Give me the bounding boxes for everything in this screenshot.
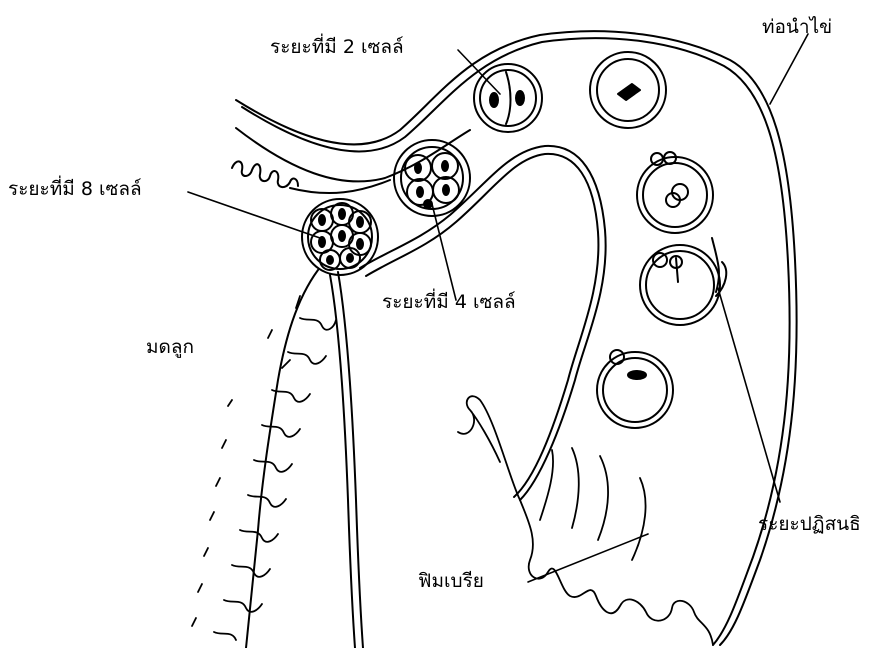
leader-eight-cell [188, 192, 320, 238]
fimbriae [458, 396, 713, 645]
label-four-cell: ระยะที่มี 4 เซลล์ [382, 293, 516, 312]
leader-fimbria [528, 534, 648, 582]
ovum-fertilization [640, 238, 726, 325]
label-oviduct: ท่อนำไข่ [762, 18, 832, 37]
oviduct-outer-wall [236, 31, 797, 645]
two-cell-embryo [474, 64, 542, 132]
label-fertilization: ระยะปฏิสนธิ [758, 515, 861, 534]
label-uterus: มดลูก [146, 338, 194, 357]
ovum-pronuclei [637, 152, 713, 233]
villi [232, 161, 298, 187]
uterus-wall [246, 270, 318, 648]
leader-oviduct [770, 34, 808, 104]
label-two-cell: ระยะที่มี 2 เซลล์ [270, 38, 404, 57]
leader-four-cell [432, 204, 456, 300]
label-fimbria: ฟิมเบรีย [418, 572, 484, 591]
eight-cell-embryo [302, 199, 378, 275]
label-eight-cell: ระยะที่มี 8 เซลล์ [8, 180, 142, 199]
leader-fertilization [718, 288, 780, 502]
ovum-top [590, 52, 666, 128]
leader-two-cell [458, 50, 500, 94]
ovum-lower [597, 350, 673, 428]
